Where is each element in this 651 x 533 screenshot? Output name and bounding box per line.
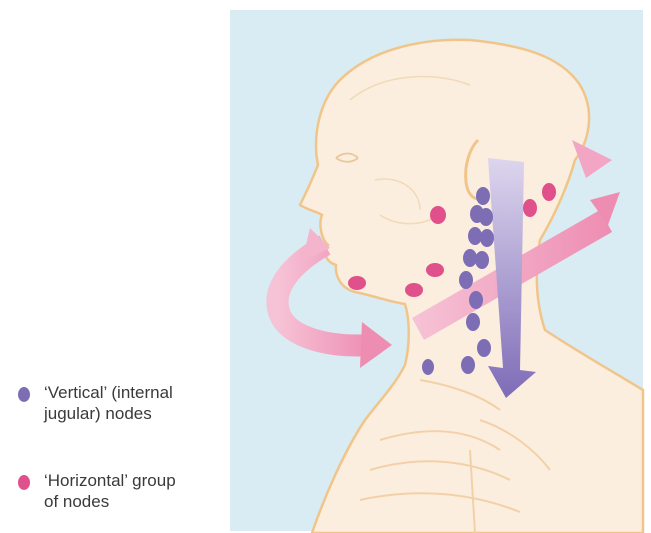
horizontal-node	[523, 199, 537, 217]
horizontal-arrow-head-left	[360, 322, 392, 368]
vertical-node	[476, 187, 490, 205]
legend-horizontal-line2: of nodes	[44, 491, 176, 512]
legend-horizontal-nodes: ‘Horizontal’ group of nodes	[18, 470, 233, 516]
legend-horizontal-line1: ‘Horizontal’ group	[44, 470, 176, 491]
legend-vertical-label: ‘Vertical’ (internal jugular) nodes	[44, 382, 173, 424]
horizontal-node	[542, 183, 556, 201]
vertical-node	[422, 359, 434, 375]
legend-horizontal-label: ‘Horizontal’ group of nodes	[44, 470, 176, 512]
vertical-node	[480, 229, 494, 247]
legend-vertical-line2: jugular) nodes	[44, 403, 173, 424]
horizontal-node	[426, 263, 444, 277]
vertical-node	[459, 271, 473, 289]
vertical-node	[469, 291, 483, 309]
vertical-node	[479, 208, 493, 226]
horizontal-arrow-head-back	[572, 140, 612, 178]
vertical-node	[463, 249, 477, 267]
legend-vertical-nodes: ‘Vertical’ (internal jugular) nodes	[18, 382, 233, 428]
horizontal-node	[430, 206, 446, 224]
vertical-node	[477, 339, 491, 357]
vertical-node	[461, 356, 475, 374]
vertical-node	[468, 227, 482, 245]
legend-vertical-line1: ‘Vertical’ (internal	[44, 382, 173, 403]
horizontal-node	[348, 276, 366, 290]
horizontal-node-swatch	[18, 475, 30, 490]
vertical-node	[475, 251, 489, 269]
vertical-node	[466, 313, 480, 331]
horizontal-node	[405, 283, 423, 297]
vertical-node-swatch	[18, 387, 30, 402]
